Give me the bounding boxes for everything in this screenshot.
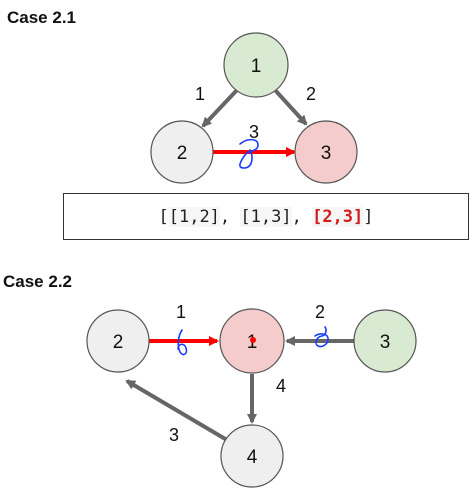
case-2-2-title: Case 2.2	[3, 272, 72, 291]
list-separator: ,	[219, 206, 241, 227]
edge-4-to-2-label: 3	[169, 425, 179, 445]
node-4	[220, 424, 284, 488]
edge-1-to-4-label: 4	[276, 376, 286, 396]
edge-2-to-3-label: 3	[249, 122, 259, 142]
edge-list-box: [[1,2], [1,3], [2,3]]	[63, 193, 469, 240]
list-item-1-2: [1,2]	[168, 206, 220, 227]
node-3-label: 3	[380, 332, 391, 353]
handwritten-annotation-mark	[177, 329, 188, 356]
node-1-label: 1	[251, 56, 262, 77]
list-item-1-3: [1,3]	[240, 206, 292, 227]
edge-1-to-2-label: 1	[195, 84, 205, 104]
list-separator: ,	[291, 206, 313, 227]
edge-1-to-2	[201, 88, 239, 128]
edge-2-to-1-label: 1	[176, 302, 186, 322]
node-4-label: 4	[247, 447, 258, 468]
node-2-label: 2	[113, 332, 124, 353]
node-1	[223, 32, 289, 98]
edge-1-to-3	[273, 88, 308, 126]
list-open-bracket: [	[158, 206, 169, 227]
node-3-label: 3	[321, 143, 332, 164]
list-item-2-3-highlight: [2,3]	[312, 206, 364, 227]
node-3	[353, 309, 417, 373]
case-2-1-title: Case 2.1	[7, 8, 76, 27]
list-close-bracket: ]	[363, 206, 374, 227]
handwritten-annotation-mark	[239, 138, 259, 169]
node-2	[86, 309, 150, 373]
node-3	[294, 120, 358, 184]
edge-3-to-1-label: 2	[315, 302, 325, 322]
node-2-label: 2	[177, 143, 188, 164]
red-dot-mark	[250, 337, 256, 343]
edge-1-to-3-label: 2	[306, 84, 316, 104]
handwritten-annotation-mark	[314, 326, 329, 348]
edge-4-to-2	[125, 379, 229, 442]
node-2	[150, 120, 214, 184]
